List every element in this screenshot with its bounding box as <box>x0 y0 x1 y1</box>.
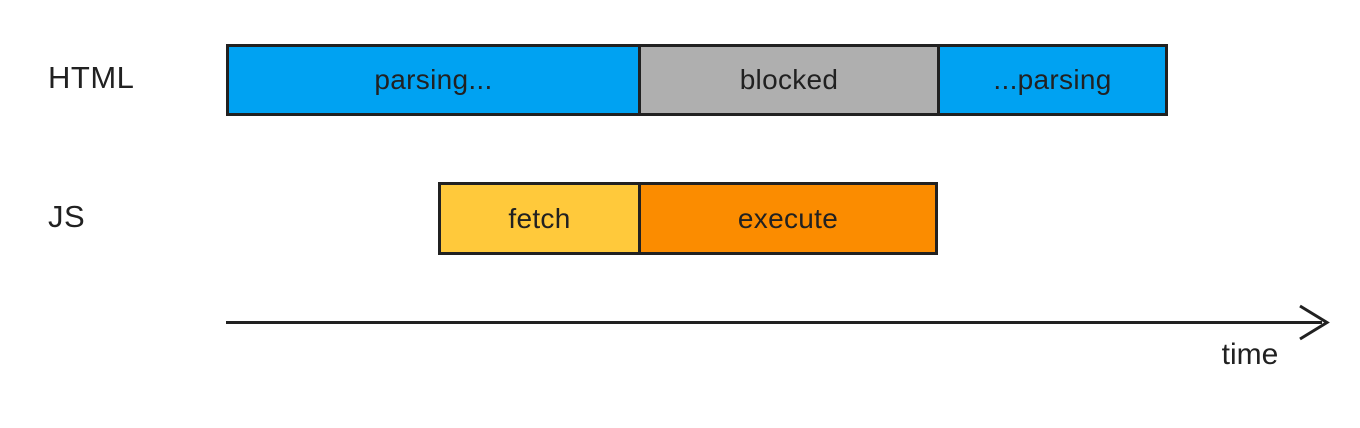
segment-fetch: fetch <box>441 185 638 252</box>
segment-blocked-label: blocked <box>739 64 839 95</box>
row-label-js: JS <box>48 199 86 234</box>
segment-fetch-label: fetch <box>508 202 571 234</box>
segment-blocked: blocked <box>638 47 937 113</box>
segment-execute: execute <box>638 185 935 252</box>
js-timeline-row: fetch execute <box>438 182 938 255</box>
html-timeline-row: parsing... blocked ...parsing <box>226 44 1168 116</box>
segment-parsing-resume-label: ...parsing <box>993 64 1112 95</box>
segment-parsing-resume: ...parsing <box>937 47 1165 113</box>
segment-parsing-start-label: parsing... <box>374 64 493 95</box>
segment-parsing-start: parsing... <box>229 47 638 113</box>
time-axis-arrow-icon <box>226 304 1330 341</box>
time-axis-label: time <box>1221 338 1279 371</box>
row-label-html: HTML <box>48 60 135 95</box>
segment-execute-label: execute <box>737 202 839 234</box>
